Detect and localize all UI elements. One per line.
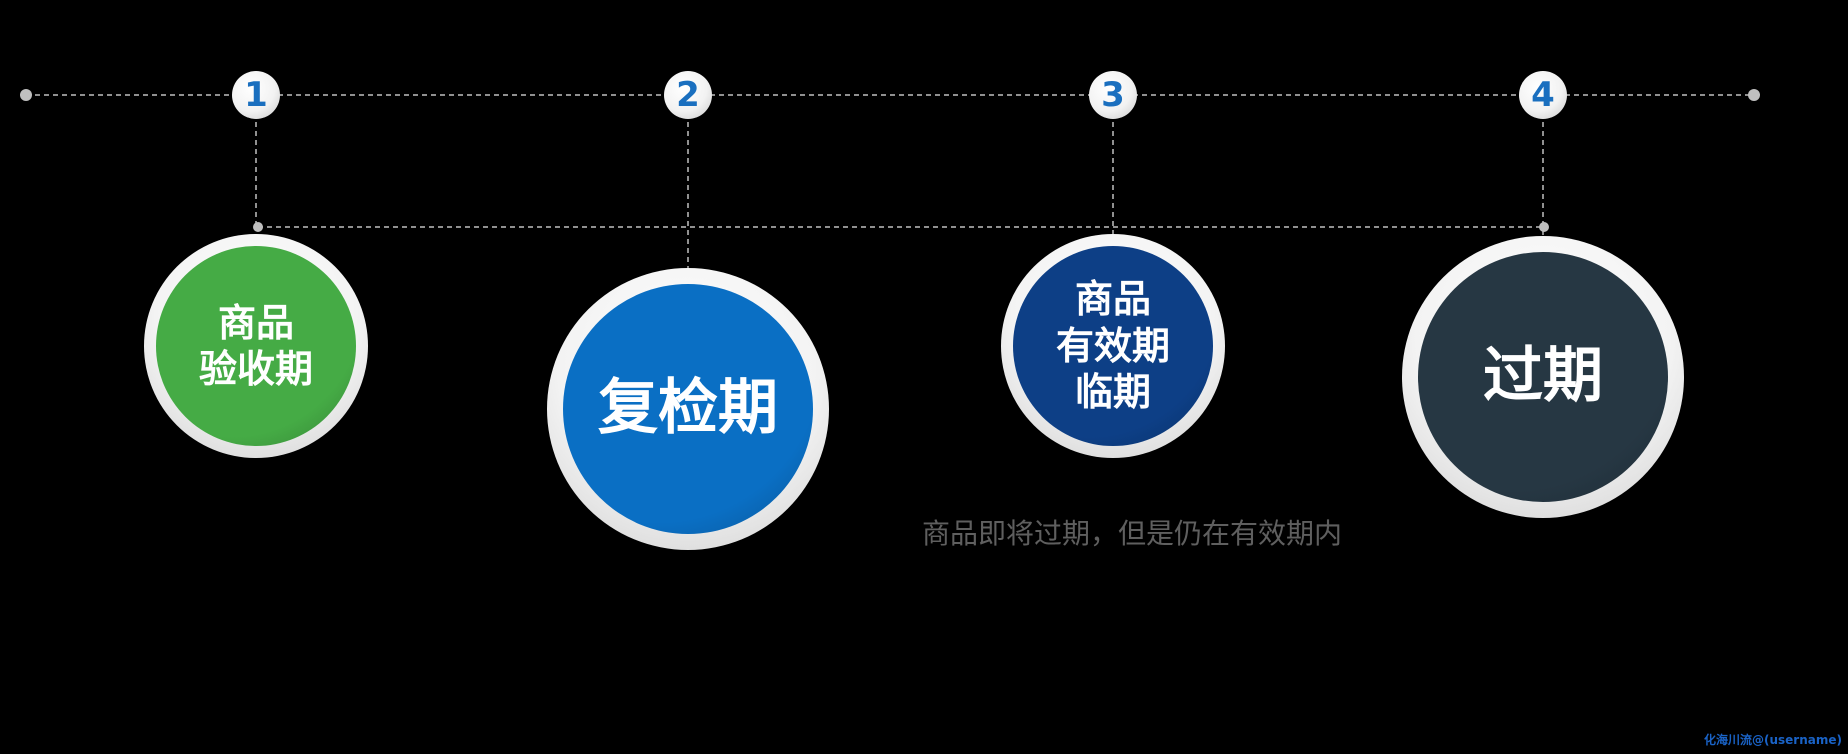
- stage-fill-1: 商品 验收期: [156, 246, 356, 446]
- stage-fill-3: 商品 有效期 临期: [1013, 246, 1213, 446]
- step-badge-1: 1: [232, 71, 280, 119]
- stage-fill-2: 复检期: [563, 284, 813, 534]
- timeline-end-dot: [1748, 89, 1760, 101]
- timeline-start-dot: [20, 89, 32, 101]
- stage-circle-2: 复检期: [547, 268, 829, 550]
- stage-label: 过期: [1483, 341, 1603, 412]
- stage-fill-4: 过期: [1418, 252, 1668, 502]
- stage-circle-4: 过期: [1402, 236, 1684, 518]
- step-number: 4: [1531, 75, 1555, 115]
- step-number: 2: [676, 75, 700, 115]
- stage-circle-1: 商品 验收期: [144, 234, 368, 458]
- connector-dot-left: [253, 222, 263, 232]
- step-badge-3: 3: [1089, 71, 1137, 119]
- stage-label: 商品 验收期: [198, 300, 313, 391]
- stage-label: 复检期: [598, 373, 778, 444]
- stage-caption: 商品即将过期，但是仍在有效期内: [922, 517, 1343, 550]
- stage-circle-3: 商品 有效期 临期: [1001, 234, 1225, 458]
- connector-dot-right: [1539, 222, 1549, 232]
- step-number: 1: [244, 75, 268, 115]
- step-badge-2: 2: [664, 71, 712, 119]
- step-badge-4: 4: [1519, 71, 1567, 119]
- stage-label: 商品 有效期 临期: [1055, 277, 1170, 415]
- watermark: 化海川流@(username): [1704, 733, 1842, 747]
- step-number: 3: [1101, 75, 1125, 115]
